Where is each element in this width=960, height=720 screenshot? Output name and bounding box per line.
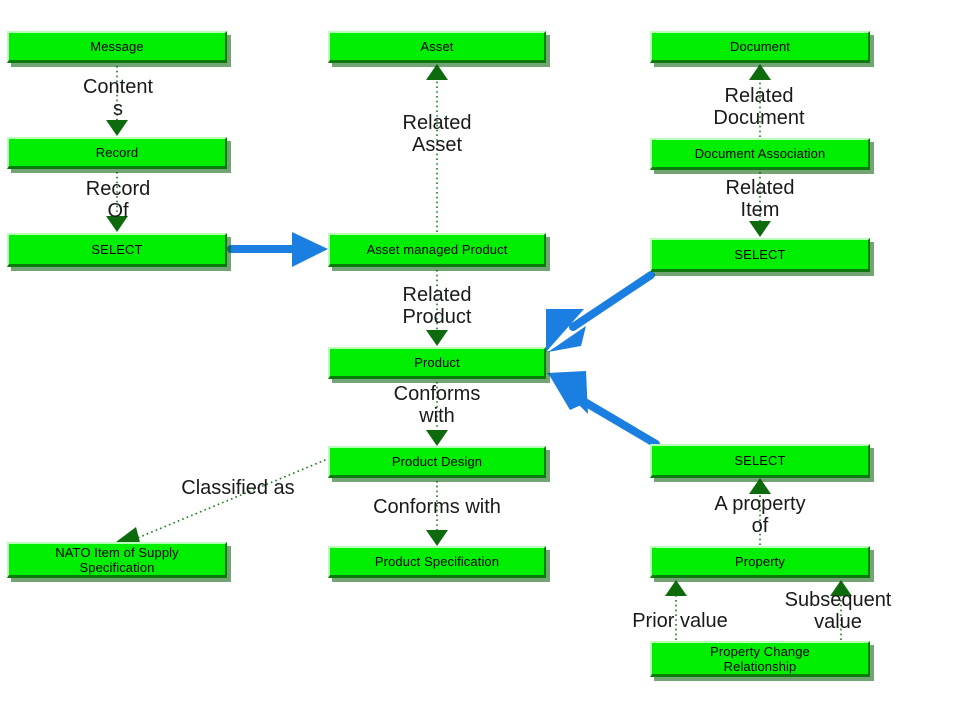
edge-label-prior_value: Prior value	[632, 610, 728, 632]
edge-asset-managed-product-to-asset	[426, 64, 448, 232]
node-label-nato_item: NATO Item of Supply Specification	[55, 544, 179, 575]
node-label-document_association: Document Association	[694, 146, 826, 161]
edge-asset-managed-product-to-product	[426, 270, 448, 346]
node-record[interactable]: Record	[7, 137, 227, 169]
node-label-document: Document	[729, 39, 791, 54]
node-asset_managed_product[interactable]: Asset managed Product	[328, 233, 546, 267]
node-document[interactable]: Document	[650, 31, 870, 63]
node-label-product_design: Product Design	[391, 454, 483, 469]
node-nato_item[interactable]: NATO Item of Supply Specification	[7, 542, 227, 578]
node-label-asset_managed_product: Asset managed Product	[366, 242, 508, 257]
node-property[interactable]: Property	[650, 546, 870, 578]
node-label-record: Record	[95, 145, 139, 160]
node-select_right_top[interactable]: SELECT	[650, 238, 870, 272]
edge-product-to-product-design	[426, 382, 448, 446]
node-label-message: Message	[90, 39, 144, 54]
edge-label-classified_as: Classified as	[181, 477, 295, 499]
node-label-select_right_top: SELECT	[734, 247, 786, 262]
node-label-asset: Asset	[420, 39, 454, 54]
edge-record-to-select-left	[106, 172, 128, 232]
edge-message-to-record	[106, 66, 128, 136]
edge-document-association-to-document	[749, 64, 771, 137]
edge-label-contents: Content s	[82, 76, 154, 120]
edge-label-conforms_with_1: Conforms with	[393, 383, 481, 427]
edge-label-a_property_of: A property of	[714, 493, 806, 537]
blue-arrow-select-right-mid-to-product	[547, 371, 660, 448]
node-message[interactable]: Message	[7, 31, 227, 63]
edge-label-related_document: Related Document	[713, 85, 805, 129]
blue-arrow-select-left-to-asset-managed-product	[227, 232, 328, 267]
node-select_left[interactable]: SELECT	[7, 233, 227, 267]
edge-label-related_asset: Related Asset	[402, 112, 472, 156]
node-label-property: Property	[735, 554, 785, 569]
edge-label-conforms_with_2: Conforms with	[373, 496, 501, 518]
node-product_specification[interactable]: Product Specification	[328, 546, 546, 578]
node-product_design[interactable]: Product Design	[328, 446, 546, 478]
edge-label-record_of: Record Of	[85, 178, 151, 222]
node-select_right_mid[interactable]: SELECT	[650, 444, 870, 478]
edge-label-related_product: Related Product	[402, 284, 472, 328]
edge-product-design-to-product-specification	[426, 481, 448, 546]
edge-document-association-to-select	[749, 172, 771, 237]
node-document_association[interactable]: Document Association	[650, 138, 870, 170]
node-label-product: Product	[414, 355, 460, 370]
edge-product-design-to-nato-item	[112, 457, 331, 546]
edge-property-change-to-property-prior	[665, 580, 687, 640]
node-label-select_right_mid: SELECT	[734, 453, 786, 468]
node-label-property_change: Property Change Relationship	[710, 643, 810, 674]
edge-label-related_item: Related Item	[725, 177, 795, 221]
edge-property-to-select-right-mid	[749, 478, 771, 545]
node-label-product_specification: Product Specification	[374, 554, 500, 569]
node-product[interactable]: Product	[328, 347, 546, 379]
edge-property-change-to-property-subsequent	[830, 580, 852, 640]
node-property_change[interactable]: Property Change Relationship	[650, 641, 870, 677]
node-label-select_left: SELECT	[91, 242, 143, 257]
blue-arrow-select-right-top-to-product	[546, 271, 655, 352]
edge-label-subsequent_value: Subsequent value	[784, 589, 892, 633]
node-asset[interactable]: Asset	[328, 31, 546, 63]
